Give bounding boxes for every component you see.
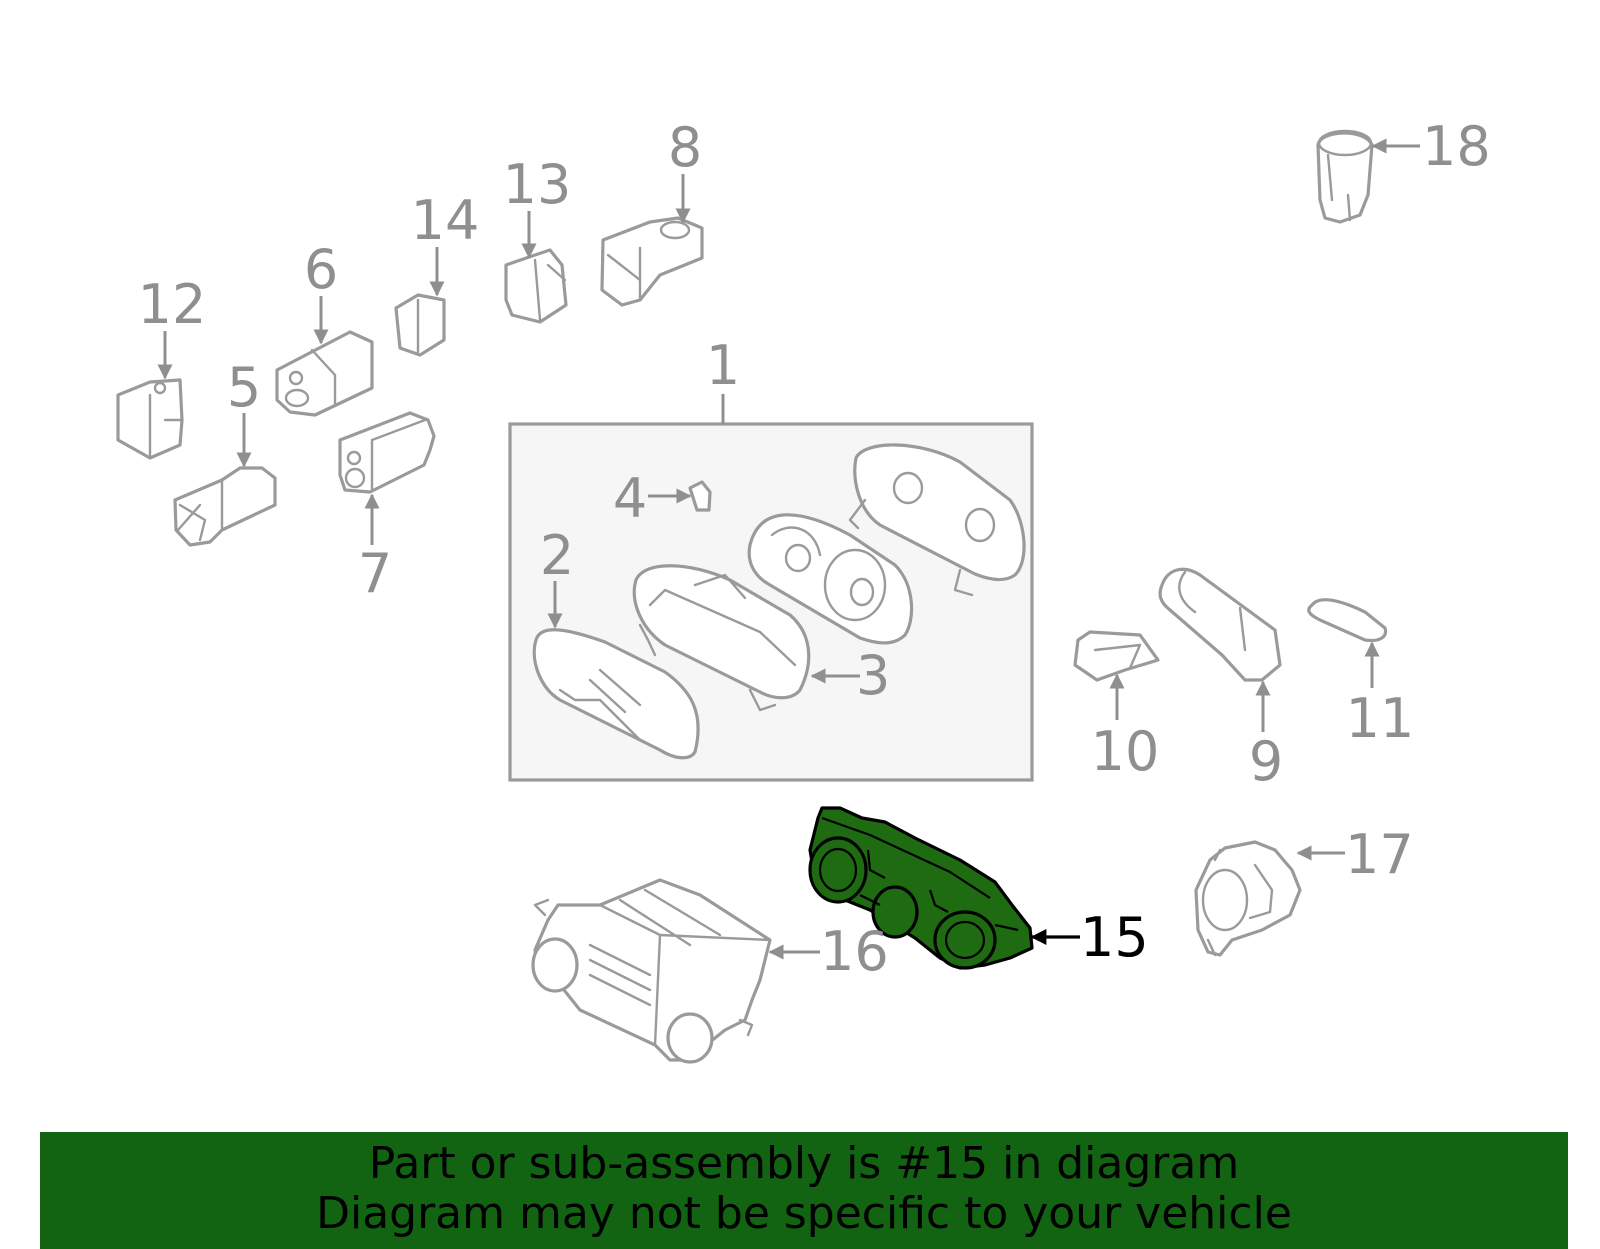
part-4-clip[interactable] [688,480,712,512]
part-17-switch[interactable] [1194,840,1302,957]
part-12-connector[interactable] [116,378,184,460]
callout-17: 17 [1345,823,1414,886]
callout-13: 13 [503,153,572,216]
callout-labels: 1 2 3 4 5 6 7 8 9 10 11 12 13 14 15 16 1… [138,115,1491,983]
callout-16: 16 [820,920,889,983]
callout-2: 2 [540,524,574,587]
part-10-bracket[interactable] [1073,630,1160,682]
part-11-pad[interactable] [1307,598,1388,643]
callout-1: 1 [706,334,740,397]
callout-8: 8 [668,116,702,179]
part-6-connector[interactable] [275,330,374,417]
callout-10: 10 [1091,720,1160,783]
callout-6: 6 [304,238,338,301]
callout-4: 4 [613,467,647,530]
part-2-lens[interactable] [532,628,700,760]
callout-11: 11 [1346,687,1415,750]
part-16-climate-control[interactable] [531,878,772,1064]
part-5-connector[interactable] [173,466,277,547]
callout-7: 7 [358,542,392,605]
banner-line-part: Part or sub-assembly is #15 in diagram [368,1138,1240,1189]
callout-14: 14 [411,189,480,252]
callout-15: 15 [1080,906,1149,969]
callout-5: 5 [227,356,261,419]
part-13-connector[interactable] [504,248,568,324]
callout-12: 12 [138,273,207,336]
banner-line-disclaimer: Diagram may not be specific to your vehi… [316,1188,1292,1239]
callout-9: 9 [1249,730,1283,793]
part-3-bezel[interactable] [632,564,811,712]
part-info-banner: Part or sub-assembly is #15 in diagram D… [40,1132,1568,1249]
part-18-sensor[interactable] [1316,129,1374,224]
part-14-connector[interactable] [394,293,446,357]
part-15-climate-control-highlighted[interactable] [808,806,1034,970]
callout-3: 3 [856,644,890,707]
callout-18: 18 [1422,115,1491,178]
part-8-module[interactable] [600,216,704,307]
gauge-housing-middle[interactable] [747,513,914,645]
part-9-duct[interactable] [1158,567,1282,682]
leader-lines [157,138,1420,960]
part-7-connector[interactable] [338,411,436,494]
gauge-housing-rear[interactable] [848,443,1026,597]
